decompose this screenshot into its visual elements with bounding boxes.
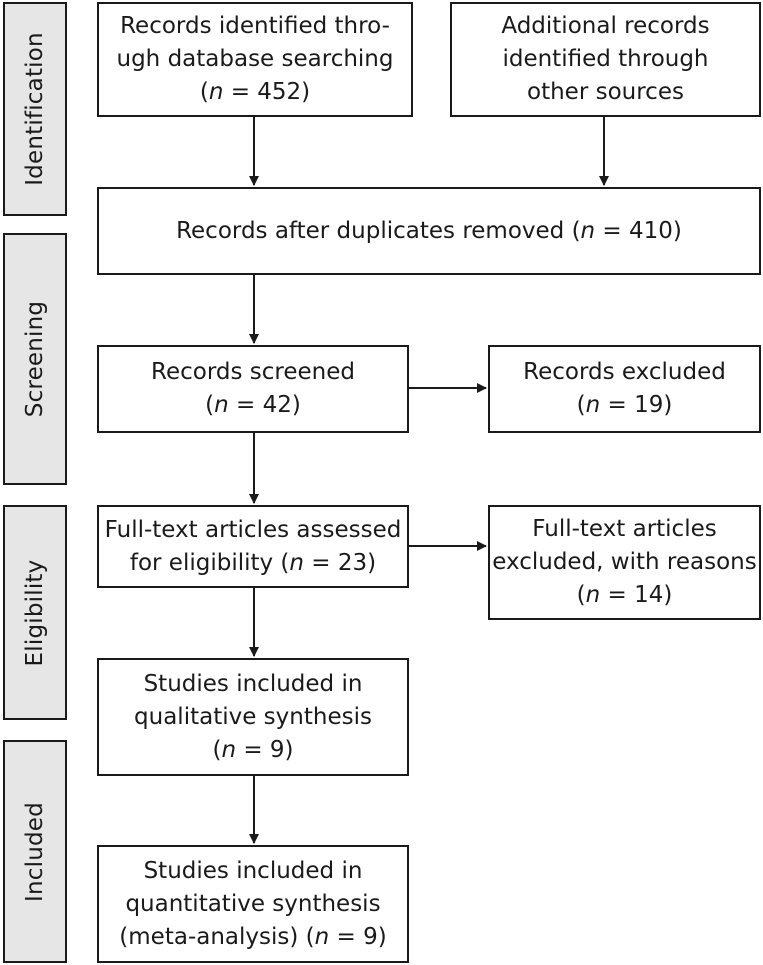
box-other-sources: Additional records identified through ot… [450,2,761,117]
box-duplicates-removed: Records after duplicates removed (n = 41… [97,187,761,275]
box-duplicates-text: Records after duplicates removed (n = 41… [176,217,682,244]
box-fulltext-excluded-count: (n = 14) [576,582,673,608]
box-excluded-count: (n = 19) [576,392,673,418]
box-fulltext-assessed: Full-text articles assessed for eligibil… [97,505,409,588]
box-qualitative-line-2: qualitative synthesis [134,703,372,730]
box-database-line-1: Records identified thro- [120,13,390,39]
box-quantitative-synthesis: Studies included in quantitative synthes… [97,845,409,963]
box-qualitative-line-1: Studies included in [143,670,363,697]
box-database-records: Records identified thro- ugh database se… [97,2,413,117]
box-qualitative-synthesis: Studies included in qualitative synthesi… [97,658,409,776]
box-screened-line-1: Records screened [151,359,355,385]
box-fulltext-excluded: Full-text articles excluded, with reason… [488,505,761,620]
phase-included: Included [3,740,67,963]
box-excluded-line-1: Records excluded [523,359,726,385]
box-other-line-3: other sources [527,79,684,105]
box-screened-count: (n = 42) [205,392,301,418]
phase-eligibility: Eligibility [3,505,67,720]
phase-identification: Identification [3,2,67,216]
phase-screening: Screening [3,233,67,485]
box-quantitative-count: (meta-analysis) (n = 9) [119,923,387,950]
box-records-screened: Records screened (n = 42) [97,345,409,433]
box-records-excluded: Records excluded (n = 19) [488,345,761,433]
box-database-count: (n = 452) [199,79,311,105]
box-other-line-2: identified through [502,46,709,72]
box-fulltext-excluded-line-2: excluded, with reasons [492,549,757,575]
box-fulltext-line-1: Full-text articles assessed [104,516,402,543]
box-database-line-2: ugh database searching [116,46,394,72]
box-quantitative-line-1: Studies included in [143,857,363,884]
box-quantitative-line-2: quantitative synthesis [125,890,381,917]
box-fulltext-count: for eligibility (n = 23) [129,549,377,576]
box-qualitative-count: (n = 9) [212,736,294,763]
box-other-line-1: Additional records [501,13,710,39]
box-fulltext-excluded-line-1: Full-text articles [532,516,717,542]
